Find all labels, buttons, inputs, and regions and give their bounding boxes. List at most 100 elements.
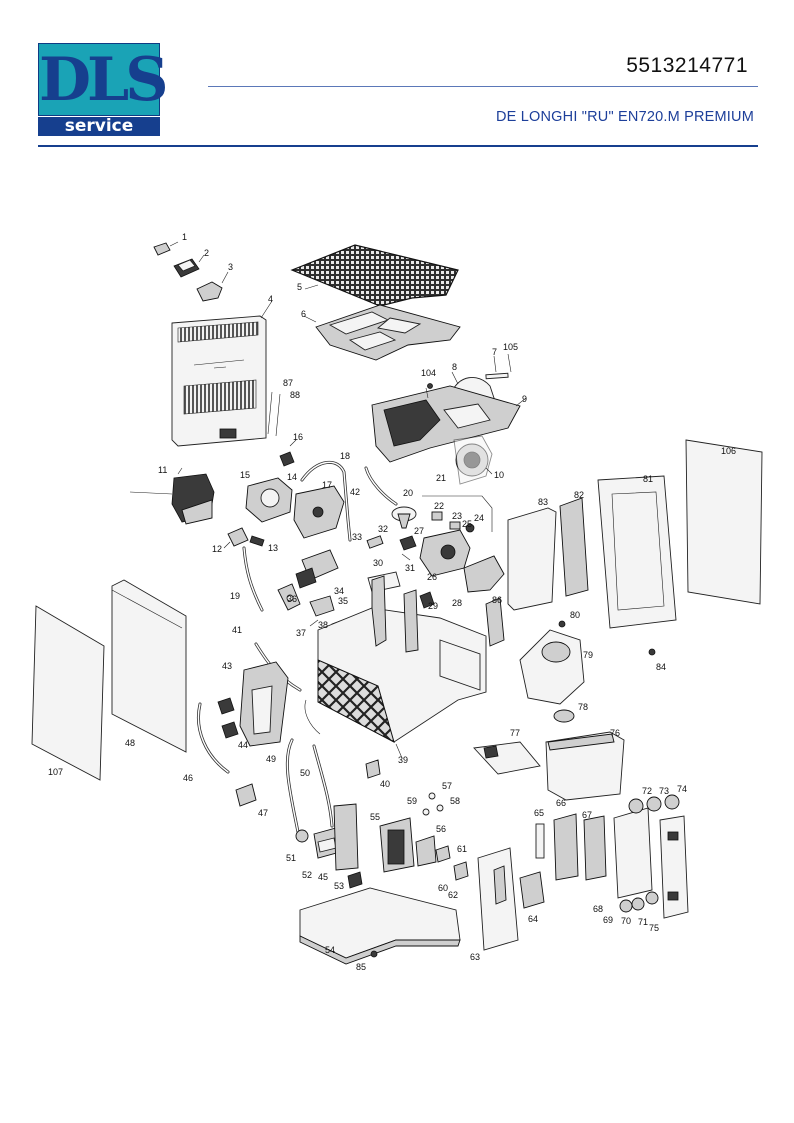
callout-1: 1 — [182, 232, 187, 242]
callout-24: 24 — [474, 513, 484, 523]
callout-10: 10 — [494, 470, 504, 480]
callout-39: 39 — [398, 755, 408, 765]
part-2-switch — [173, 254, 205, 278]
callout-48: 48 — [125, 738, 135, 748]
callout-31: 31 — [405, 563, 415, 573]
callout-50: 50 — [300, 768, 310, 778]
callout-85: 85 — [356, 962, 366, 972]
callout-67: 67 — [582, 810, 592, 820]
model-title: DE LONGHI "RU" EN720.M PREMIUM — [495, 109, 754, 125]
callout-14: 14 — [287, 472, 297, 482]
part-82-board — [559, 497, 589, 597]
part-29-connector — [419, 591, 435, 609]
part-14-wire — [304, 699, 321, 735]
part-83-tank-holder — [507, 507, 557, 611]
callout-27: 27 — [414, 526, 424, 536]
part-26-pump — [419, 529, 471, 577]
callout-25: 25 — [462, 519, 472, 529]
part-80-screw — [558, 620, 566, 628]
callout-26: 26 — [427, 572, 437, 582]
callout-37: 37 — [296, 628, 306, 638]
callout-3: 3 — [228, 262, 233, 272]
callout-29: 29 — [428, 601, 438, 611]
callout-55: 55 — [370, 812, 380, 822]
header-rule-top — [208, 86, 758, 87]
part-10-grinder — [453, 435, 493, 485]
logo-main-block: DLS — [38, 43, 169, 116]
part-15-boiler — [245, 477, 293, 523]
part-18-tube — [300, 461, 352, 542]
callout-38: 38 — [318, 620, 328, 630]
callout-105: 105 — [503, 342, 518, 352]
part-11-boiler-housing — [129, 467, 215, 525]
callout-72: 72 — [642, 786, 652, 796]
callout-15: 15 — [240, 470, 250, 480]
callout-49: 49 — [266, 754, 276, 764]
part-35-valve — [309, 595, 335, 617]
part-31-pin — [401, 553, 411, 561]
callout-30: 30 — [373, 558, 383, 568]
callout-4: 4 — [268, 294, 273, 304]
callout-51: 51 — [286, 853, 296, 863]
callout-65: 65 — [534, 808, 544, 818]
callout-86: 86 — [492, 595, 502, 605]
callout-58: 58 — [450, 796, 460, 806]
callout-74: 74 — [677, 784, 687, 794]
callout-107: 107 — [48, 767, 63, 777]
callout-42: 42 — [350, 487, 360, 497]
part-86-bracket — [485, 597, 505, 647]
part-76-drip-container — [545, 731, 625, 801]
callout-2: 2 — [204, 248, 209, 258]
callout-62: 62 — [448, 890, 458, 900]
part-39-chassis — [317, 575, 487, 759]
logo-sub-block: service — [38, 117, 160, 136]
header-rule-bottom — [38, 145, 758, 147]
part-104-screw — [427, 383, 433, 389]
callout-60: 60 — [438, 883, 448, 893]
callout-18: 18 — [340, 451, 350, 461]
callout-75: 75 — [649, 923, 659, 933]
callout-69: 69 — [603, 915, 613, 925]
part-33-bracket — [277, 583, 301, 611]
callout-106: 106 — [721, 446, 736, 456]
part-28-pump-bracket — [463, 555, 505, 593]
callout-78: 78 — [578, 702, 588, 712]
callout-53: 53 — [334, 881, 344, 891]
callout-77: 77 — [510, 728, 520, 738]
callout-59: 59 — [407, 796, 417, 806]
part-32-fitting — [366, 535, 384, 549]
part-21-tube — [422, 495, 493, 532]
part-44-connectors — [217, 697, 239, 739]
part-81-frame — [597, 475, 677, 629]
part-46-hose — [196, 702, 230, 774]
callout-83: 83 — [538, 497, 548, 507]
callout-20: 20 — [403, 488, 413, 498]
part-number: 5513214771 — [626, 54, 748, 77]
callout-23: 23 — [452, 511, 462, 521]
part-55-56-board — [379, 817, 437, 873]
callout-43: 43 — [222, 661, 232, 671]
callout-28: 28 — [452, 598, 462, 608]
callout-16: 16 — [293, 432, 303, 442]
part-3-bracket — [196, 271, 229, 302]
part-48-side-panel — [111, 579, 187, 753]
part-37-screw — [309, 619, 319, 627]
part-47-valve — [235, 783, 257, 807]
callout-104: 104 — [421, 368, 436, 378]
callout-34: 34 — [334, 586, 344, 596]
part-27-clip — [399, 535, 417, 551]
callout-33: 33 — [352, 532, 362, 542]
callout-47: 47 — [258, 808, 268, 818]
part-13-pin — [249, 535, 265, 547]
part-66-67-boards — [553, 813, 607, 881]
callout-9: 9 — [522, 394, 527, 404]
part-63-panel — [477, 847, 519, 951]
callout-7: 7 — [492, 347, 497, 357]
callout-80: 80 — [570, 610, 580, 620]
callout-63: 63 — [470, 952, 480, 962]
part-50-tube — [312, 744, 334, 828]
part-42-tube — [364, 466, 398, 506]
callout-46: 46 — [183, 773, 193, 783]
